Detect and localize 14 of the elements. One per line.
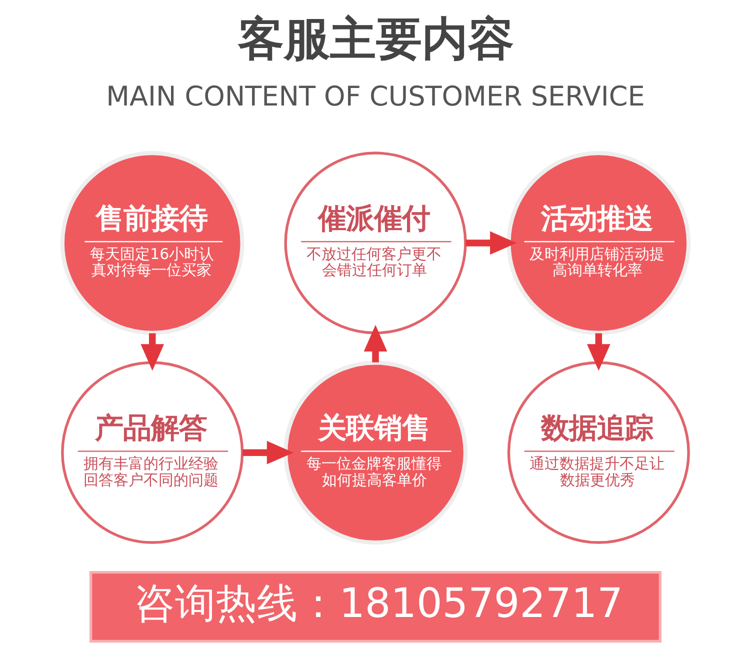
diagram-title: 客服主要内容 (238, 12, 514, 66)
node-circle: 关联销售 每一位金牌客服懂得如何提高客单价 (283, 360, 467, 545)
node-circle: 产品解答 拥有丰富的行业经验回答客户不同的问题 (60, 361, 244, 544)
label: MAIN CONTENT OF CUSTOMER SERVICE (106, 82, 644, 113)
arrow (586, 333, 610, 371)
arrow (242, 440, 294, 464)
arrow (363, 324, 387, 362)
node-circle: 售前接待 每天固定16小时认真对待每一位买家 (60, 151, 244, 335)
arrow (465, 231, 516, 255)
node-box: 咨询热线：18105792717 (88, 570, 662, 643)
node-circle: 催派催付 不放过任何客户更不会错过任何订单 (284, 152, 466, 334)
node-circle: 数据追踪 通过数据提升不足让数据更优秀 (506, 361, 690, 544)
node-circle: 活动推送 及时利用店铺活动提高询单转化率 (506, 151, 690, 335)
arrow (140, 333, 164, 371)
